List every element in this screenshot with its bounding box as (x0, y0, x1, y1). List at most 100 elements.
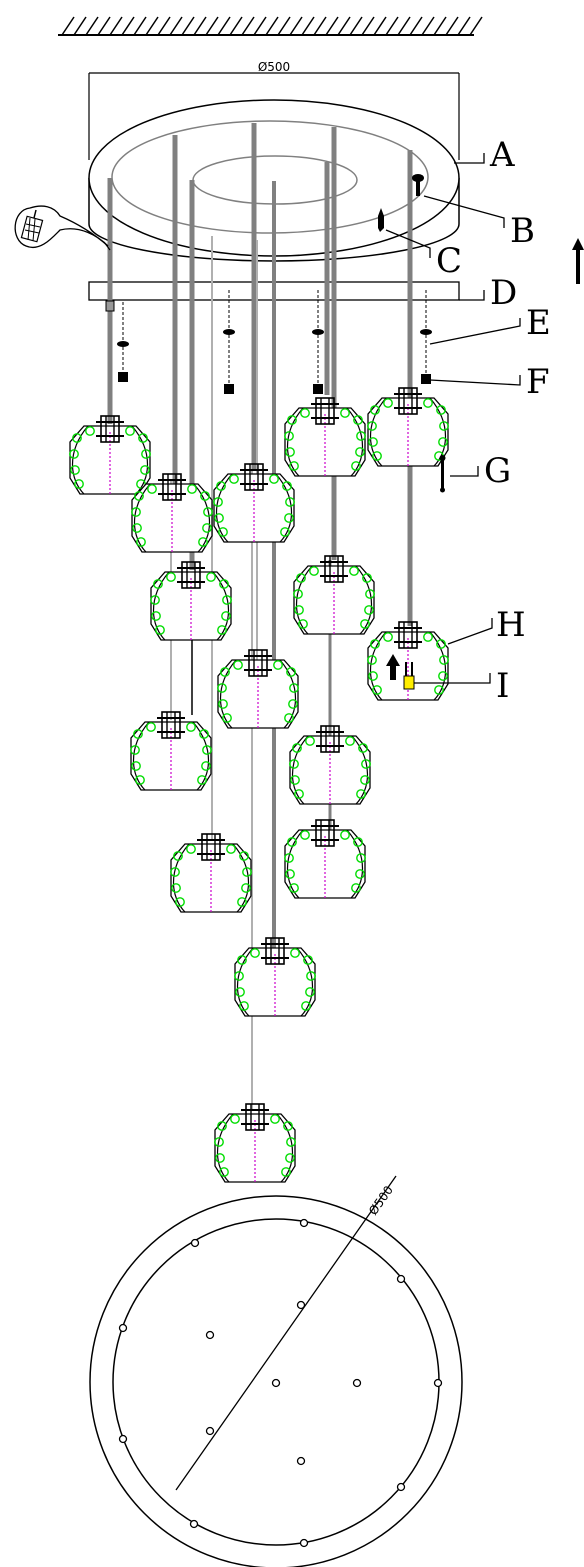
label-C: C (436, 241, 462, 281)
mounting-hole (352, 1378, 362, 1388)
glass-pattern (367, 655, 377, 665)
glass-pattern (239, 851, 249, 861)
glass-pattern (353, 415, 363, 425)
glass-pattern (147, 484, 157, 494)
glass-pattern (286, 1137, 296, 1147)
pendant-shade (130, 711, 212, 791)
glass-pattern (187, 484, 197, 494)
glass-pattern (133, 729, 143, 739)
glass-pattern (358, 743, 368, 753)
glass-pattern (293, 589, 303, 599)
glass-pattern (284, 431, 294, 441)
mounting-hole (205, 1426, 215, 1436)
wrench-icon (439, 455, 446, 493)
terminal-block-callout (14, 205, 111, 251)
glass-pattern (269, 474, 279, 484)
glass-pattern (296, 573, 306, 583)
glass-pattern (72, 433, 82, 443)
pendant-shade (234, 937, 316, 1017)
glass-pattern (305, 736, 315, 746)
glass-pattern (216, 481, 226, 491)
mounting-hole (189, 1519, 199, 1529)
glass-pattern (214, 1137, 224, 1147)
pendant-shade (293, 555, 375, 635)
glass-pattern (241, 883, 251, 893)
glass-pattern (186, 722, 196, 732)
glass-pattern (349, 566, 359, 576)
lamp-holder (320, 725, 340, 753)
glass-pattern (355, 869, 365, 879)
callout-leaders (385, 153, 521, 684)
canopy-dimension (88, 72, 460, 160)
glass-pattern (132, 523, 142, 533)
glass-pattern (199, 729, 209, 739)
mounting-holes (118, 1218, 443, 1548)
glass-pattern (423, 398, 433, 408)
glass-pattern (367, 421, 377, 431)
glass-pattern (434, 685, 444, 695)
up-arrow-icon (572, 238, 584, 284)
lamp-holder (161, 711, 181, 739)
glass-pattern (235, 987, 245, 997)
glass-pattern (340, 408, 350, 418)
glass-pattern (368, 671, 378, 681)
glass-pattern (219, 1167, 229, 1177)
label-E: E (526, 303, 551, 343)
mounting-hole (118, 1323, 128, 1333)
glass-pattern (150, 595, 160, 605)
glass-pattern (85, 426, 95, 436)
glass-pattern (283, 1121, 293, 1131)
lamp-holder (245, 1103, 265, 1131)
glass-pattern (285, 497, 295, 507)
lamp-holder (398, 621, 418, 649)
glass-pattern (230, 1114, 240, 1124)
lamp-holder (315, 397, 335, 425)
glass-pattern (175, 897, 185, 907)
mounting-hole (299, 1538, 309, 1548)
rod-connector (105, 300, 115, 312)
mounting-hole (296, 1300, 306, 1310)
glass-pattern (140, 465, 150, 475)
glass-pattern (70, 465, 80, 475)
label-D: D (490, 273, 517, 313)
glass-pattern (233, 660, 243, 670)
lamp-holder (324, 555, 344, 583)
glass-pattern (69, 449, 79, 459)
glass-pattern (289, 759, 299, 769)
glass-pattern (200, 491, 210, 501)
canopy-width-label: Ø500 (258, 60, 290, 74)
glass-pattern (289, 683, 299, 693)
cable-stopper-icon (118, 372, 128, 382)
mounting-hole (396, 1482, 406, 1492)
pendant-shade (214, 1103, 296, 1183)
glass-pattern (135, 775, 145, 785)
mounting-hole (190, 1238, 200, 1248)
glass-pattern (217, 1121, 227, 1131)
glass-pattern (294, 789, 304, 799)
glass-pattern (170, 867, 180, 877)
label-B: B (510, 211, 535, 251)
glass-pattern (301, 1001, 311, 1011)
pendant-shades (69, 387, 449, 1183)
glass-pattern (270, 1114, 280, 1124)
glass-pattern (355, 447, 365, 457)
glass-pattern (226, 844, 236, 854)
glass-pattern (155, 625, 165, 635)
glass-pattern (197, 775, 207, 785)
cable-stopper-icon (224, 384, 234, 394)
glass-pattern (288, 699, 298, 709)
glass-pattern (201, 761, 211, 771)
glass-pattern (202, 745, 212, 755)
glass-pattern (74, 479, 84, 489)
lamp-holder (181, 561, 201, 589)
glass-pattern (298, 619, 308, 629)
cable-stopper-icon (313, 384, 323, 394)
glass-pattern (130, 745, 140, 755)
glass-pattern (222, 713, 232, 723)
glass-pattern (215, 1153, 225, 1163)
glass-pattern (287, 837, 297, 847)
glass-pattern (356, 853, 366, 863)
glass-pattern (351, 883, 361, 893)
glass-pattern (289, 883, 299, 893)
